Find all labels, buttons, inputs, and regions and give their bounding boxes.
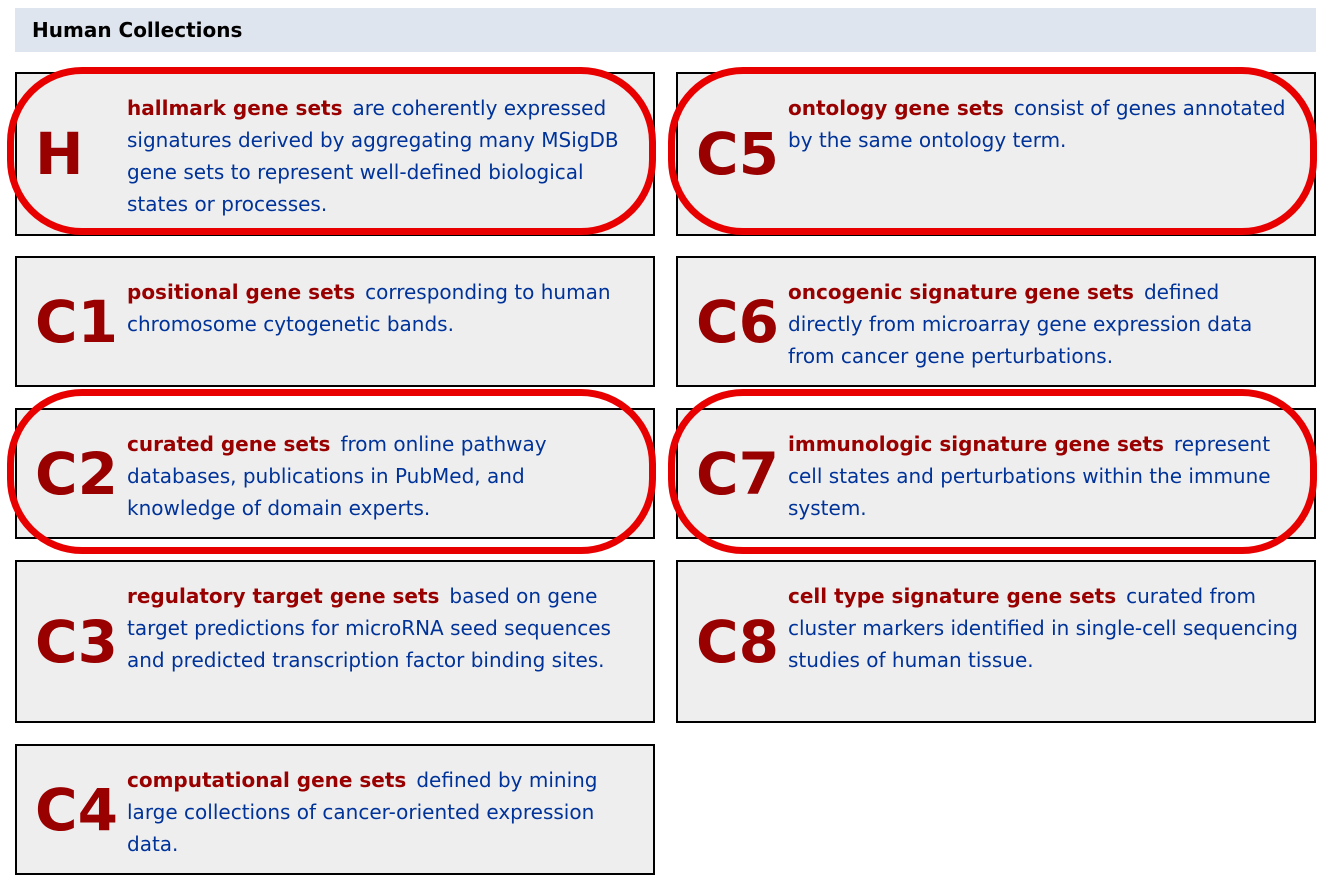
collection-code: C4 bbox=[35, 775, 118, 844]
collection-desc: curated from cluster markers identified … bbox=[788, 584, 1298, 672]
collection-title[interactable]: oncogenic signature gene sets bbox=[788, 280, 1134, 304]
collection-title[interactable]: immunologic signature gene sets bbox=[788, 432, 1164, 456]
collection-code: C6 bbox=[696, 287, 779, 356]
collection-title[interactable]: cell type signature gene sets bbox=[788, 584, 1117, 608]
collection-title[interactable]: regulatory target gene sets bbox=[127, 584, 440, 608]
collection-title[interactable]: curated gene sets bbox=[127, 432, 331, 456]
collection-title[interactable]: computational gene sets bbox=[127, 768, 407, 792]
collection-desc: corresponding to human chromosome cytoge… bbox=[127, 280, 611, 336]
collection-title[interactable]: positional gene sets bbox=[127, 280, 356, 304]
collection-desc: from online pathway databases, publicati… bbox=[127, 432, 547, 520]
collection-code: C7 bbox=[696, 439, 779, 508]
collection-desc: represent cell states and perturbations … bbox=[788, 432, 1271, 520]
collection-desc: defined directly from microarray gene ex… bbox=[788, 280, 1253, 368]
collection-desc: consist of genes annotated by the same o… bbox=[788, 96, 1286, 152]
section-header: Human Collections bbox=[15, 8, 1316, 52]
collection-code: H bbox=[35, 120, 84, 188]
collection-desc: defined by mining large collections of c… bbox=[127, 768, 598, 856]
collection-desc: are coherently expressed signatures deri… bbox=[127, 96, 619, 216]
collection-code: C1 bbox=[35, 287, 118, 356]
collection-title[interactable]: ontology gene sets bbox=[788, 96, 1004, 120]
collection-code: C3 bbox=[35, 607, 118, 676]
collection-code: C5 bbox=[696, 120, 779, 188]
collection-desc: based on gene target predictions for mic… bbox=[127, 584, 611, 672]
collection-title[interactable]: hallmark gene sets bbox=[127, 96, 343, 120]
collection-code: C8 bbox=[696, 607, 779, 676]
collection-code: C2 bbox=[35, 439, 118, 508]
